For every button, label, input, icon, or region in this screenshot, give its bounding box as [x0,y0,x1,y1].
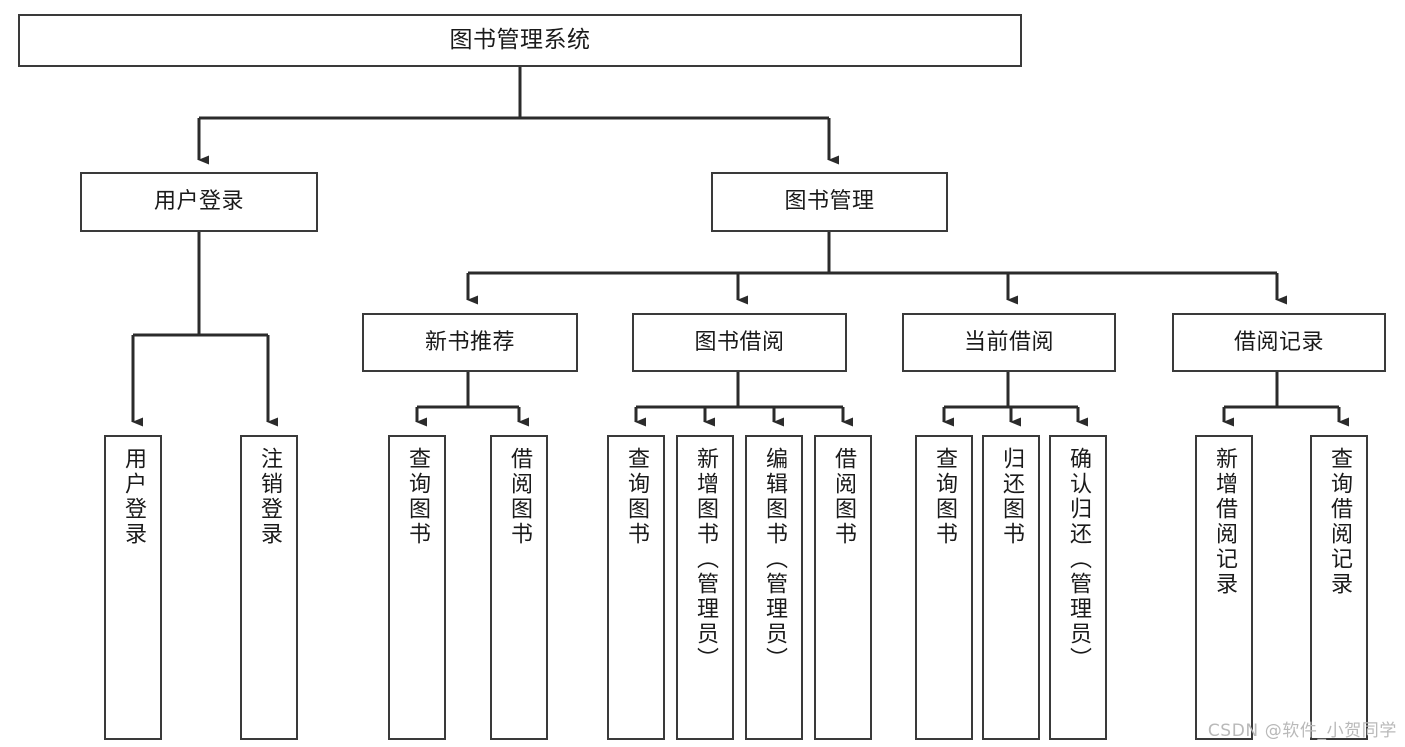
node-label: 当前借阅 [963,329,1054,355]
node-leaf-user-login[interactable]: 用户登录 [104,435,162,740]
node-label: 图书借阅 [694,329,785,355]
node-leaf-confirm-return-admin[interactable]: 确认归还（管理员） [1049,435,1107,740]
node-leaf-query-book-borrow[interactable]: 查询图书 [607,435,665,740]
node-leaf-borrow-book[interactable]: 借阅图书 [814,435,872,740]
node-label: 新增借阅记录 [1212,447,1237,597]
node-leaf-borrow-book-recommend[interactable]: 借阅图书 [490,435,548,740]
node-label: 用户登录 [121,447,146,547]
node-label: 查询图书 [624,447,649,547]
node-root-图书管理系统[interactable]: 图书管理系统 [18,14,1022,67]
node-borrow-record[interactable]: 借阅记录 [1172,313,1386,372]
node-label: 借阅图书 [831,447,856,547]
node-label: 借阅图书 [507,447,532,547]
node-label: 新增图书（管理员） [693,447,718,672]
node-label: 查询借阅记录 [1327,447,1352,597]
node-label: 查询图书 [932,447,957,547]
node-leaf-add-borrow-record[interactable]: 新增借阅记录 [1195,435,1253,740]
node-leaf-query-book-recommend[interactable]: 查询图书 [388,435,446,740]
node-book-manage[interactable]: 图书管理 [711,172,948,232]
node-leaf-add-book-admin[interactable]: 新增图书（管理员） [676,435,734,740]
node-label: 图书管理系统 [449,26,591,53]
node-leaf-return-book[interactable]: 归还图书 [982,435,1040,740]
node-label: 确认归还（管理员） [1066,447,1091,672]
node-user-login[interactable]: 用户登录 [80,172,318,232]
node-leaf-edit-book-admin[interactable]: 编辑图书（管理员） [745,435,803,740]
node-label: 图书管理 [784,189,875,215]
node-label: 编辑图书（管理员） [762,447,787,672]
node-leaf-logout[interactable]: 注销登录 [240,435,298,740]
node-label: 借阅记录 [1233,329,1324,355]
node-label: 归还图书 [999,447,1024,547]
node-label: 新书推荐 [424,329,515,355]
node-label: 查询图书 [405,447,430,547]
node-current-borrow[interactable]: 当前借阅 [902,313,1116,372]
node-label: 注销登录 [257,447,282,547]
node-new-book-recommendation[interactable]: 新书推荐 [362,313,578,372]
node-leaf-query-book-current[interactable]: 查询图书 [915,435,973,740]
node-label: 用户登录 [153,189,244,215]
node-leaf-query-borrow-record[interactable]: 查询借阅记录 [1310,435,1368,740]
node-book-borrow[interactable]: 图书借阅 [632,313,847,372]
